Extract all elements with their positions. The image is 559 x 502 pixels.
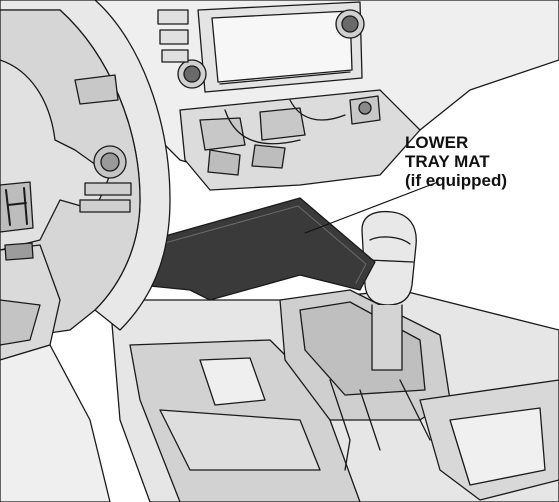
- lower-dash-wiring: [179, 89, 421, 191]
- label-line-1: LOWER: [405, 133, 469, 152]
- callout-leader-line: [304, 181, 439, 234]
- shifter-housing: [279, 289, 451, 471]
- lower-tray-mat: [107, 197, 376, 301]
- label-line-3: (if equipped): [405, 171, 507, 190]
- door-trim: [0, 344, 111, 502]
- label-line-2: TRAY MAT: [405, 152, 490, 171]
- gear-shift-icon: [361, 210, 417, 371]
- honda-emblem-icon: [0, 181, 34, 261]
- lower-tray-mat-label: LOWER TRAY MAT (if equipped): [405, 133, 507, 190]
- infotainment-screen: [157, 1, 365, 93]
